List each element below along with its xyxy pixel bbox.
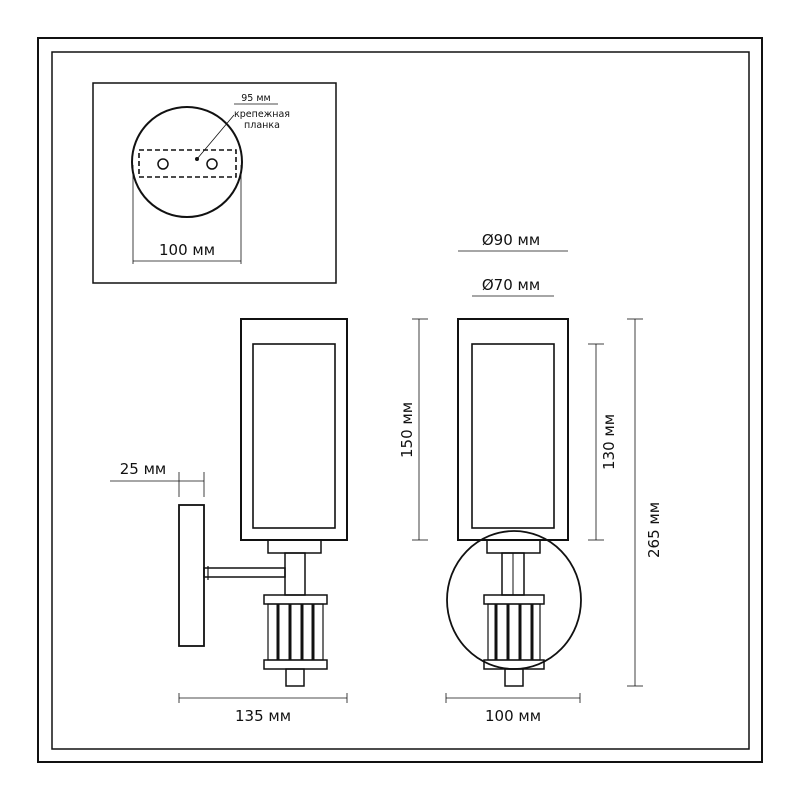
plate-width-label: 95 мм [241, 93, 270, 104]
shade-height-label: 150 мм [398, 402, 416, 458]
side-cage-top [263, 594, 328, 605]
side-cage-body [267, 603, 324, 661]
front-finial [504, 668, 524, 687]
base-diameter-label: 100 мм [159, 241, 215, 259]
front-socket-cap [486, 539, 541, 554]
plate-leader-line [196, 114, 235, 160]
plate-label-line2: планка [244, 120, 280, 131]
side-finial [285, 668, 305, 687]
mounting-plate-outline [138, 149, 237, 178]
plate-label-line1: крепежная [234, 109, 290, 120]
front-cage-top [483, 594, 545, 605]
inner-frame [51, 51, 750, 750]
side-wall-plate [178, 504, 205, 647]
side-view: 25 мм 135 мм [110, 318, 348, 725]
side-cage-bottom [263, 659, 328, 670]
outer-frame [37, 37, 763, 763]
wall-offset-label: 25 мм [120, 460, 167, 478]
glass-height-label: 130 мм [600, 414, 618, 470]
base-width-label: 100 мм [485, 707, 541, 725]
front-outer-shade [457, 318, 569, 541]
front-cage-bars [494, 604, 534, 660]
total-height-label: 265 мм [645, 502, 663, 558]
outer-diameter-label: Ø90 мм [482, 231, 540, 249]
base-circle [131, 106, 243, 218]
front-inner-glass [471, 343, 555, 529]
front-view: Ø90 мм Ø70 мм 150 мм 130 мм 265 мм 100 м… [398, 231, 663, 725]
mounting-hole-left [157, 158, 169, 170]
front-cage-bottom [483, 659, 545, 670]
side-arm [203, 567, 286, 578]
side-inner-glass [252, 343, 336, 529]
inner-diameter-label: Ø70 мм [482, 276, 540, 294]
side-cage-bars [276, 604, 315, 660]
mounting-hole-right [206, 158, 218, 170]
side-socket-cap [267, 539, 322, 554]
side-outer-shade [240, 318, 348, 541]
depth-label: 135 мм [235, 707, 291, 725]
side-stem [284, 552, 306, 596]
front-cage-body [487, 603, 541, 661]
front-base-disk [446, 530, 582, 670]
inset-frame [92, 82, 337, 284]
mounting-plate-inset: 95 мм крепежная планка 100 мм [92, 82, 337, 284]
